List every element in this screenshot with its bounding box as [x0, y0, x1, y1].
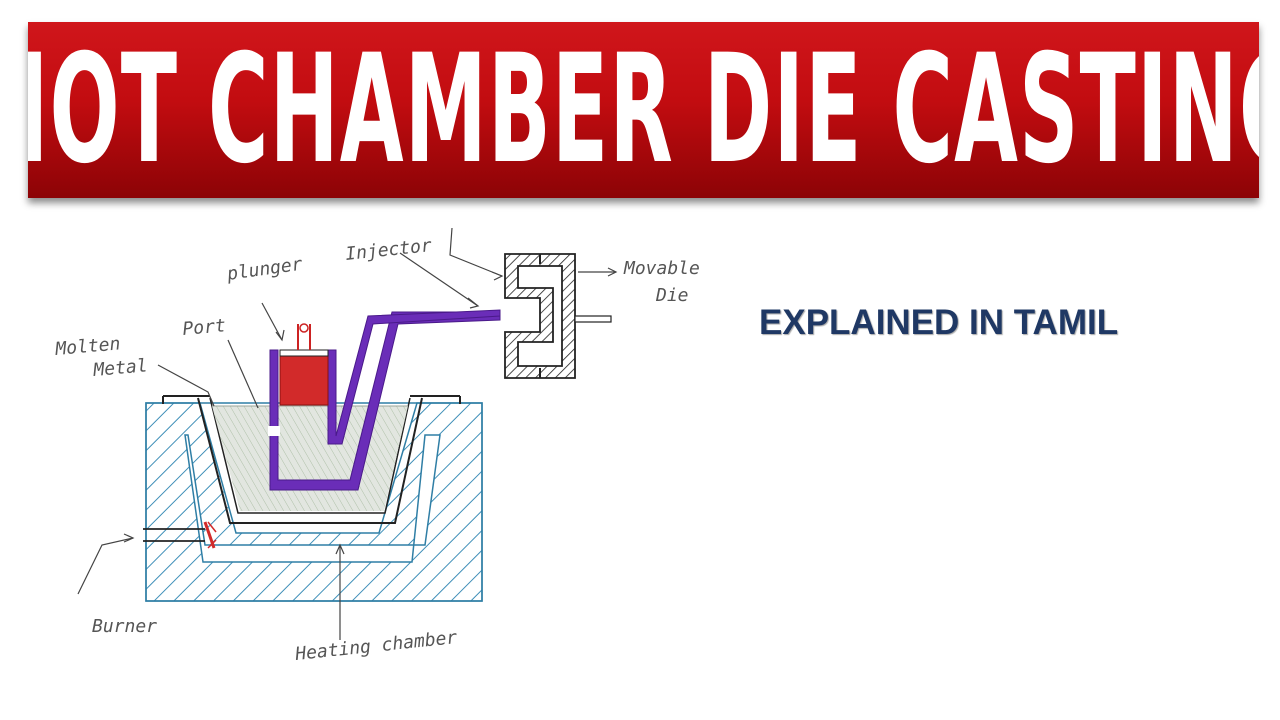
die — [504, 253, 612, 379]
label-movable-die-1: Movable — [623, 258, 700, 279]
label-heating-chamber: Heating chamber — [293, 627, 458, 665]
subtitle: EXPLAINED IN TAMIL — [759, 303, 1119, 342]
title-banner: HOT CHAMBER DIE CASTING — [28, 22, 1259, 198]
plunger — [279, 354, 329, 406]
label-plunger: plunger — [225, 254, 304, 286]
label-molten-2: Metal — [92, 355, 149, 381]
label-molten-1: Molten — [54, 333, 122, 360]
burner — [143, 521, 217, 549]
metal-pot — [197, 397, 423, 524]
label-injector: Injector — [344, 235, 433, 265]
label-burner: Burner — [92, 616, 157, 637]
page-title: HOT CHAMBER DIE CASTING — [28, 23, 1259, 197]
hot-chamber-diagram: plunger Injector Movable Die Port Molten… — [54, 227, 700, 665]
label-port: Port — [182, 315, 227, 340]
label-movable-die-2: Die — [655, 285, 689, 306]
